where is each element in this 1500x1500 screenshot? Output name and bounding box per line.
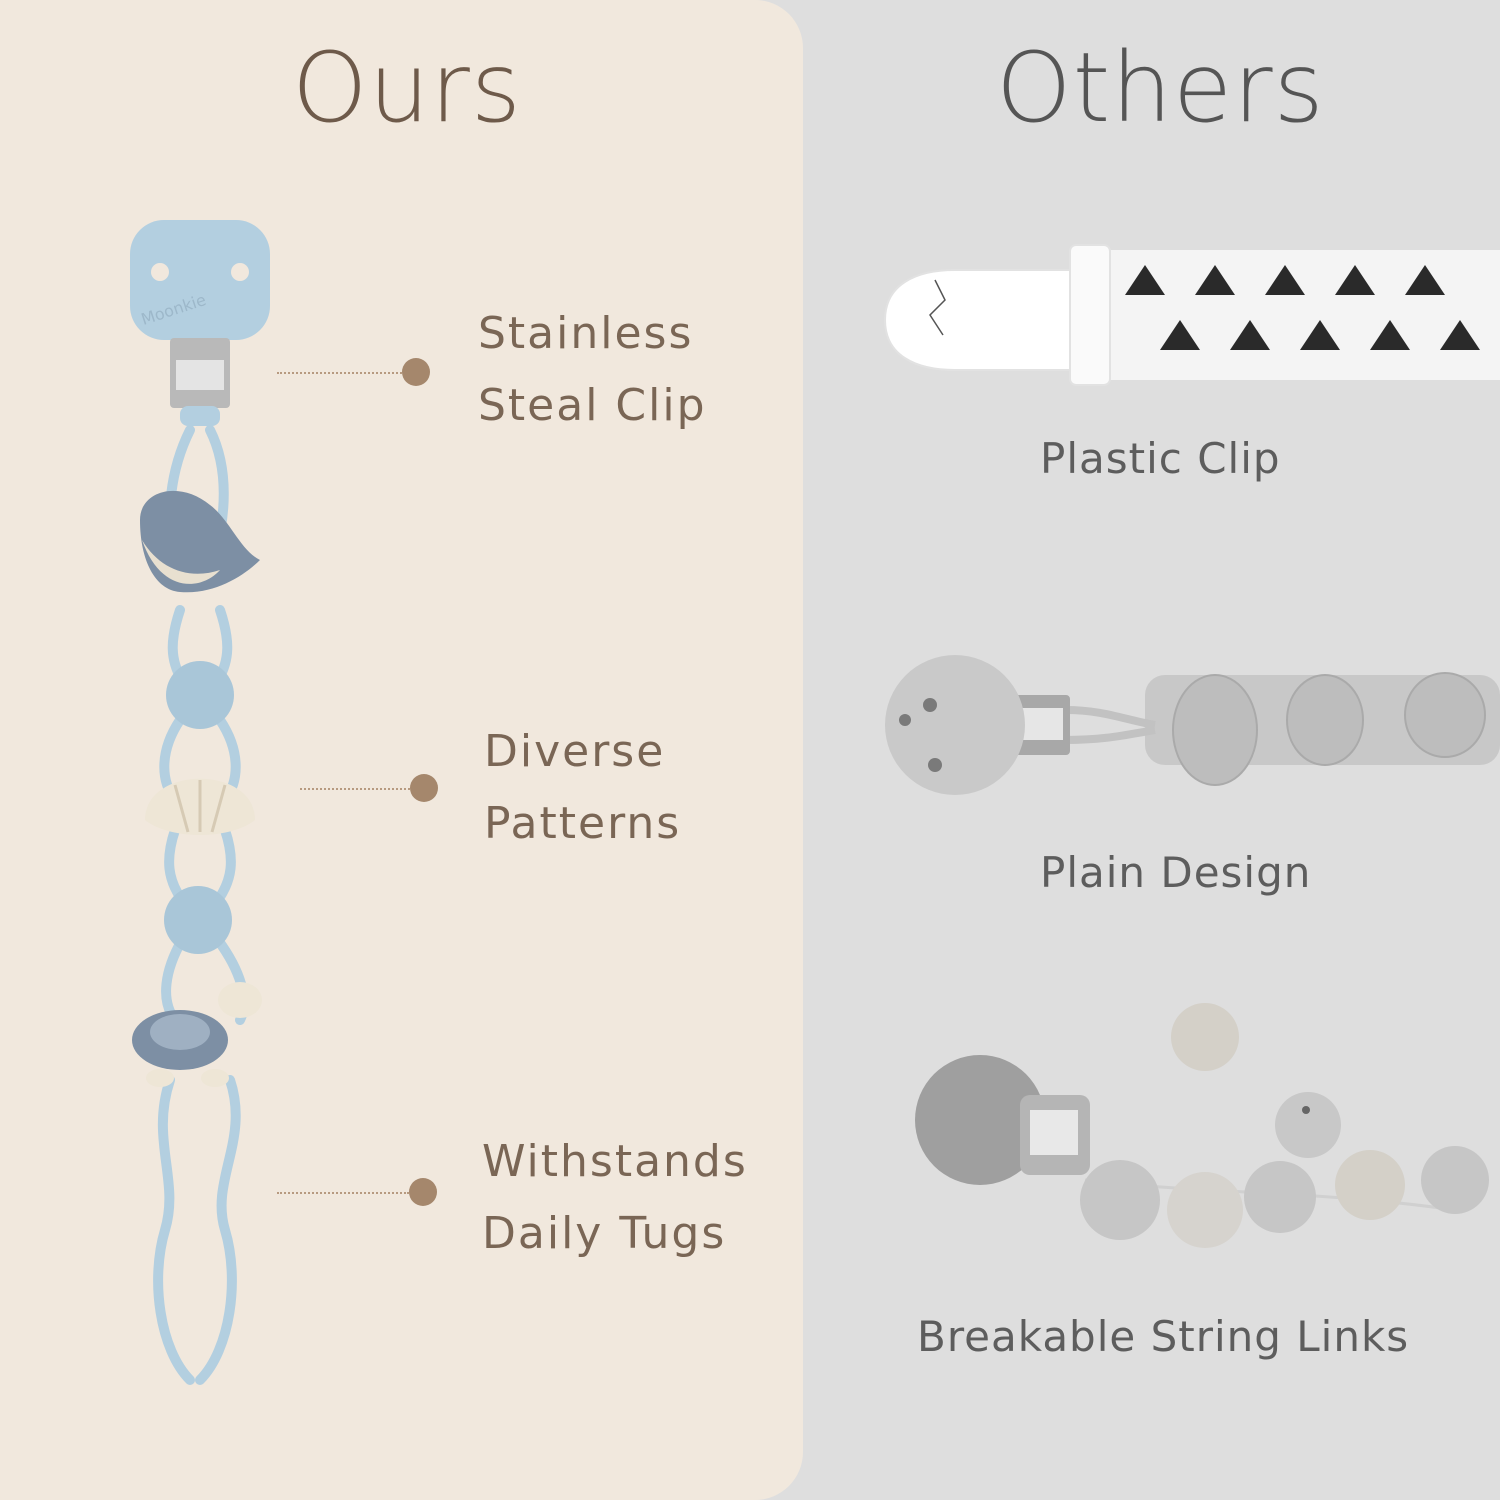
feature-bullet-3	[409, 1178, 437, 1206]
feature-2-line-1: Diverse	[484, 726, 666, 777]
others-caption-breakable-string-links: Breakable String Links	[917, 1312, 1410, 1361]
feature-diverse-patterns: Diverse Patterns	[484, 716, 681, 860]
others-title: Others	[996, 32, 1325, 144]
feature-stainless-steel-clip: Stainless Steal Clip	[478, 298, 707, 442]
others-caption-plastic-clip: Plastic Clip	[1040, 434, 1281, 483]
feature-3-line-1: Withstands	[482, 1136, 748, 1187]
feature-connector-1	[277, 372, 402, 374]
pacifier-clip-product-image	[120, 220, 280, 1400]
feature-1-line-2: Steal Clip	[478, 380, 707, 431]
feature-connector-2	[300, 788, 410, 790]
feature-connector-3	[277, 1192, 409, 1194]
feature-3-line-2: Daily Tugs	[482, 1208, 727, 1259]
feature-bullet-1	[402, 358, 430, 386]
feature-2-line-2: Patterns	[484, 798, 682, 849]
plain-silicone-clip-image	[885, 650, 1500, 810]
feature-withstands-daily-tugs: Withstands Daily Tugs	[482, 1126, 748, 1270]
plastic-clip-strap-image	[875, 240, 1500, 390]
others-caption-plain-design: Plain Design	[1040, 848, 1312, 897]
feature-bullet-2	[410, 774, 438, 802]
beaded-string-clip-image	[915, 1000, 1500, 1255]
ours-title: Ours	[292, 32, 522, 144]
feature-1-line-1: Stainless	[478, 308, 694, 359]
